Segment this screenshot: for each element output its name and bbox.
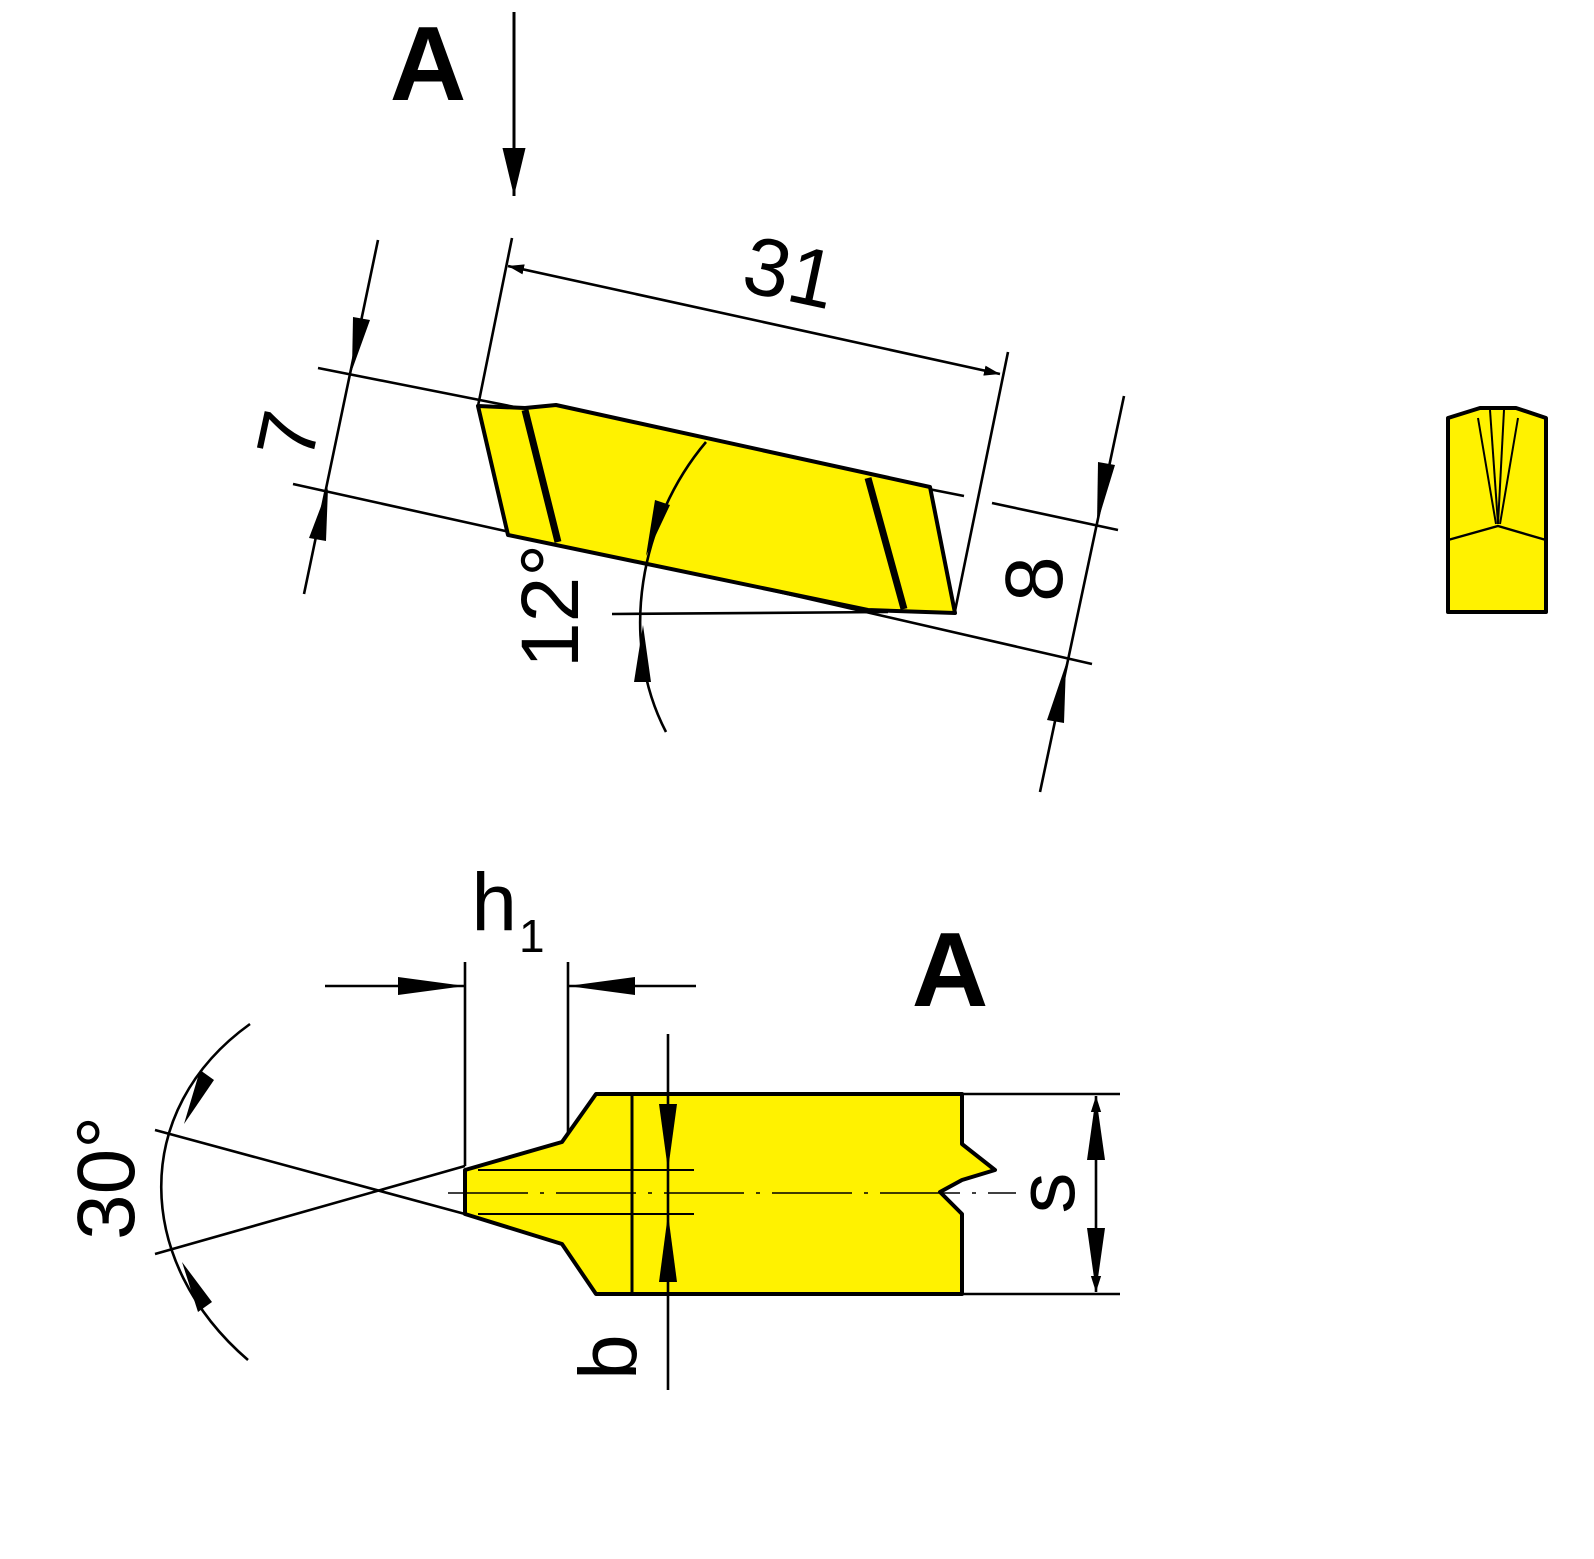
angle-arc-30 (159, 1022, 251, 1361)
dim-arrow (1047, 664, 1066, 723)
dim-arrow (659, 1104, 677, 1170)
dim-line-8 (1038, 395, 1126, 793)
dim-label-s: s (1001, 1173, 1092, 1214)
angle-arc-12 (638, 441, 707, 733)
dim-arrow (1087, 1096, 1105, 1160)
dim-arrow (1087, 1228, 1105, 1292)
view-a (154, 962, 1120, 1390)
dim-arrow (182, 1262, 212, 1312)
dim-label-8: 8 (989, 556, 1080, 602)
dim-arrow (352, 317, 370, 370)
insert-end-facet (1499, 417, 1519, 525)
end-view (1446, 406, 1548, 614)
dim-label-30-deg: 30° (61, 1116, 152, 1240)
dim-label-31: 31 (736, 219, 844, 327)
reference-line (611, 610, 889, 616)
dim-arrow (646, 500, 670, 556)
insert-end-facet (1489, 409, 1499, 525)
dim-arrow (184, 1070, 214, 1124)
insert-body-view-a (463, 1092, 997, 1296)
dim-label-b: b (563, 1334, 654, 1380)
dim-label-12-deg: 12° (505, 544, 596, 668)
dim-arrow (568, 977, 635, 995)
angle-line (154, 1164, 466, 1256)
view-title-label: A (912, 911, 989, 1029)
insert-body-side (476, 403, 957, 615)
dim-line-31 (507, 264, 1001, 376)
extension-line (953, 351, 1010, 612)
dim-arrow (398, 977, 465, 995)
angle-line (154, 1128, 466, 1216)
top-view (292, 12, 1126, 793)
dim-label-h1: h1 (471, 857, 544, 962)
dim-label-7: 7 (240, 404, 338, 468)
cutting-edge-line (521, 409, 562, 543)
insert-end-facet (1477, 417, 1497, 525)
dim-arrow (309, 488, 328, 541)
dim-arrow (659, 1214, 677, 1282)
view-marker-label: A (390, 5, 467, 123)
dim-arrow (634, 625, 651, 682)
insert-end-facet (1497, 409, 1505, 525)
extension-line (476, 237, 514, 407)
dim-arrow (1097, 462, 1115, 524)
cutting-edge-line (864, 477, 908, 610)
insert-end-facet (1447, 524, 1547, 542)
dim-line-7 (302, 239, 380, 595)
